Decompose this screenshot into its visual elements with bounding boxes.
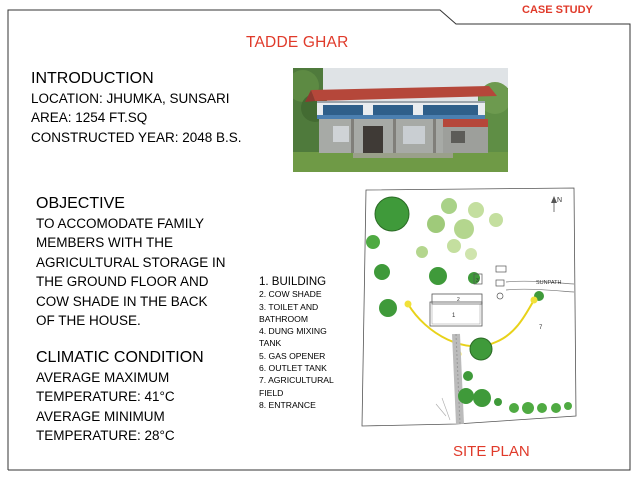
legend-item: 1. BUILDING xyxy=(259,276,327,288)
legend-item: 7. AGRICULTURAL xyxy=(259,375,334,386)
legend-item: TANK xyxy=(259,338,282,349)
legend-item: BATHROOM xyxy=(259,313,309,324)
legend-item: 3. TOILET AND xyxy=(259,301,319,312)
climate-heading: CLIMATIC CONDITION xyxy=(36,349,204,366)
climate-line: TEMPERATURE: 41°C xyxy=(36,389,175,404)
site-plan-drawing: N SUNPATH 3 2 1 7 xyxy=(346,184,582,446)
case-study-badge: CASE STUDY xyxy=(522,4,593,16)
objective-line: MEMBERS WITH THE xyxy=(36,235,174,250)
location-line: LOCATION: JHUMKA, SUNSARI xyxy=(31,90,230,106)
objective-line: OF THE HOUSE. xyxy=(36,313,141,328)
introduction-section: INTRODUCTION LOCATION: JHUMKA, SUNSARI A… xyxy=(31,69,242,147)
constructed-year-line: CONSTRUCTED YEAR: 2048 B.S. xyxy=(31,129,242,145)
objective-line: TO ACCOMODATE FAMILY xyxy=(36,215,205,231)
objective-line: COW SHADE IN THE BACK xyxy=(36,293,208,309)
objective-section: OBJECTIVE TO ACCOMODATE FAMILY MEMBERS W… xyxy=(36,194,226,331)
page-title: TADDE GHAR xyxy=(246,34,349,51)
legend-item: 5. GAS OPENER xyxy=(259,350,326,361)
site-plan-caption: SITE PLAN xyxy=(453,443,530,460)
objective-line: AGRICULTURAL STORAGE IN xyxy=(36,254,226,270)
toilet-mark: 3 xyxy=(476,278,479,284)
house-photo xyxy=(293,68,508,172)
legend-item: 8. ENTRANCE xyxy=(259,399,316,410)
site-plan-legend: 1. BUILDING 2. COW SHADE 3. TOILET AND B… xyxy=(259,276,334,411)
legend-item: 6. OUTLET TANK xyxy=(259,363,327,374)
area-line: AREA: 1254 FT.SQ xyxy=(31,110,148,125)
field-mark: 7 xyxy=(539,325,543,331)
objective-line: THE GROUND FLOOR AND xyxy=(36,274,209,289)
road-label: SUNPATH xyxy=(536,280,561,286)
climate-line: AVERAGE MAXIMUM xyxy=(36,369,170,385)
north-label: N xyxy=(557,197,562,204)
climate-section: CLIMATIC CONDITION AVERAGE MAXIMUM TEMPE… xyxy=(36,348,204,446)
legend-item: 4. DUNG MIXING xyxy=(259,326,327,337)
building-mark: 1 xyxy=(452,313,456,319)
cow-shade-mark: 2 xyxy=(457,297,460,303)
climate-line: TEMPERATURE: 28°C xyxy=(36,428,175,443)
introduction-heading: INTRODUCTION xyxy=(31,70,154,87)
objective-heading: OBJECTIVE xyxy=(36,195,125,212)
legend-item: 2. COW SHADE xyxy=(259,289,322,300)
legend-item: FIELD xyxy=(259,387,284,398)
climate-line: AVERAGE MINIMUM xyxy=(36,408,165,424)
